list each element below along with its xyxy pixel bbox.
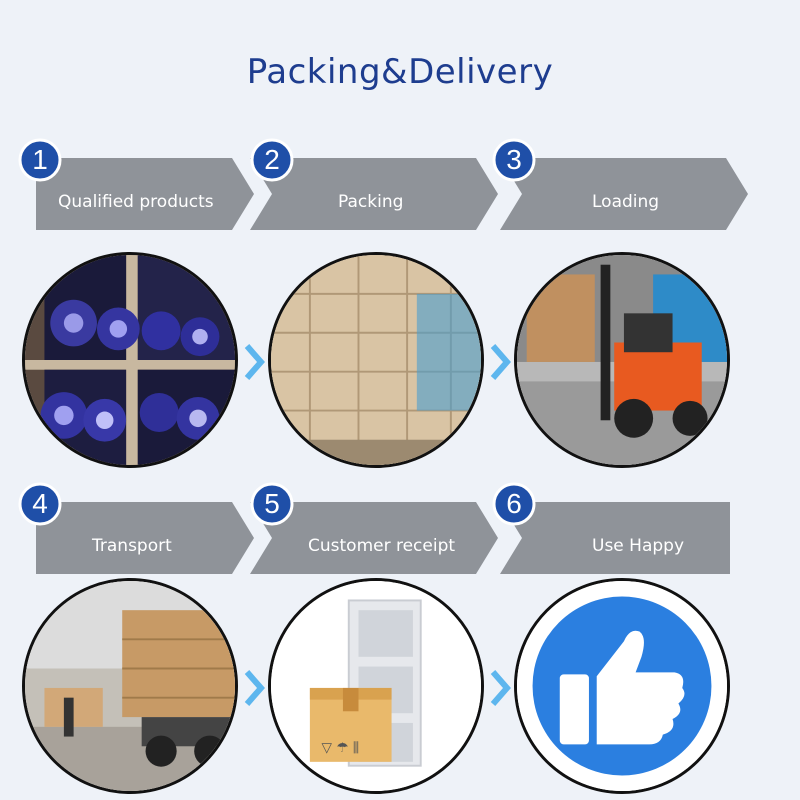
step-1-number: 1 xyxy=(32,144,48,175)
step-2-banner xyxy=(250,158,498,230)
step-4-number: 4 xyxy=(32,488,48,519)
step-1: 1 Qualified products xyxy=(18,138,273,238)
step-2: 2 Packing xyxy=(250,138,505,238)
step-3: 3 Loading xyxy=(492,138,748,238)
step-6-number: 6 xyxy=(506,488,522,519)
step-6: 6 Use Happy xyxy=(492,482,747,582)
forklift-loading-photo-icon xyxy=(514,252,730,468)
chevron-right-icon xyxy=(244,344,265,380)
step-4: 4 Transport xyxy=(18,482,273,582)
stacked-cartons-photo-icon xyxy=(268,252,484,468)
step-5: 5 Customer receipt xyxy=(250,482,505,582)
step-4-label: Transport xyxy=(92,536,172,556)
box-at-door-icon: ▽ ☂ ⫼ xyxy=(268,578,484,794)
step-1-banner xyxy=(36,158,254,230)
step-number-badge-icon xyxy=(492,138,536,182)
step-number-badge-icon xyxy=(18,482,62,526)
chevron-right-icon xyxy=(244,670,265,706)
step-number-badge-icon xyxy=(250,482,294,526)
step-4-banner xyxy=(36,502,254,574)
step-3-number: 3 xyxy=(506,144,522,175)
step-3-label: Loading xyxy=(592,192,660,212)
step-5-banner xyxy=(250,502,498,574)
step-3-banner xyxy=(500,158,748,230)
page-title: Packing&Delivery xyxy=(246,52,554,92)
step-6-label: Use Happy xyxy=(592,536,685,556)
thumbs-up-icon xyxy=(514,578,730,794)
step-1-label: Qualified products xyxy=(58,192,214,212)
step-2-label: Packing xyxy=(338,192,404,212)
bottles-photo-icon xyxy=(22,252,238,468)
chevron-right-icon xyxy=(490,344,511,380)
truck-transport-photo-icon xyxy=(22,578,238,794)
step-5-number: 5 xyxy=(264,488,280,519)
step-5-label: Customer receipt xyxy=(308,536,456,556)
svg-text:▽ ☂ ⫼: ▽ ☂ ⫼ xyxy=(322,740,360,756)
step-number-badge-icon xyxy=(18,138,62,182)
step-6-banner xyxy=(500,502,730,574)
step-number-badge-icon xyxy=(250,138,294,182)
chevron-right-icon xyxy=(490,670,511,706)
step-2-number: 2 xyxy=(264,144,280,175)
step-number-badge-icon xyxy=(492,482,536,526)
